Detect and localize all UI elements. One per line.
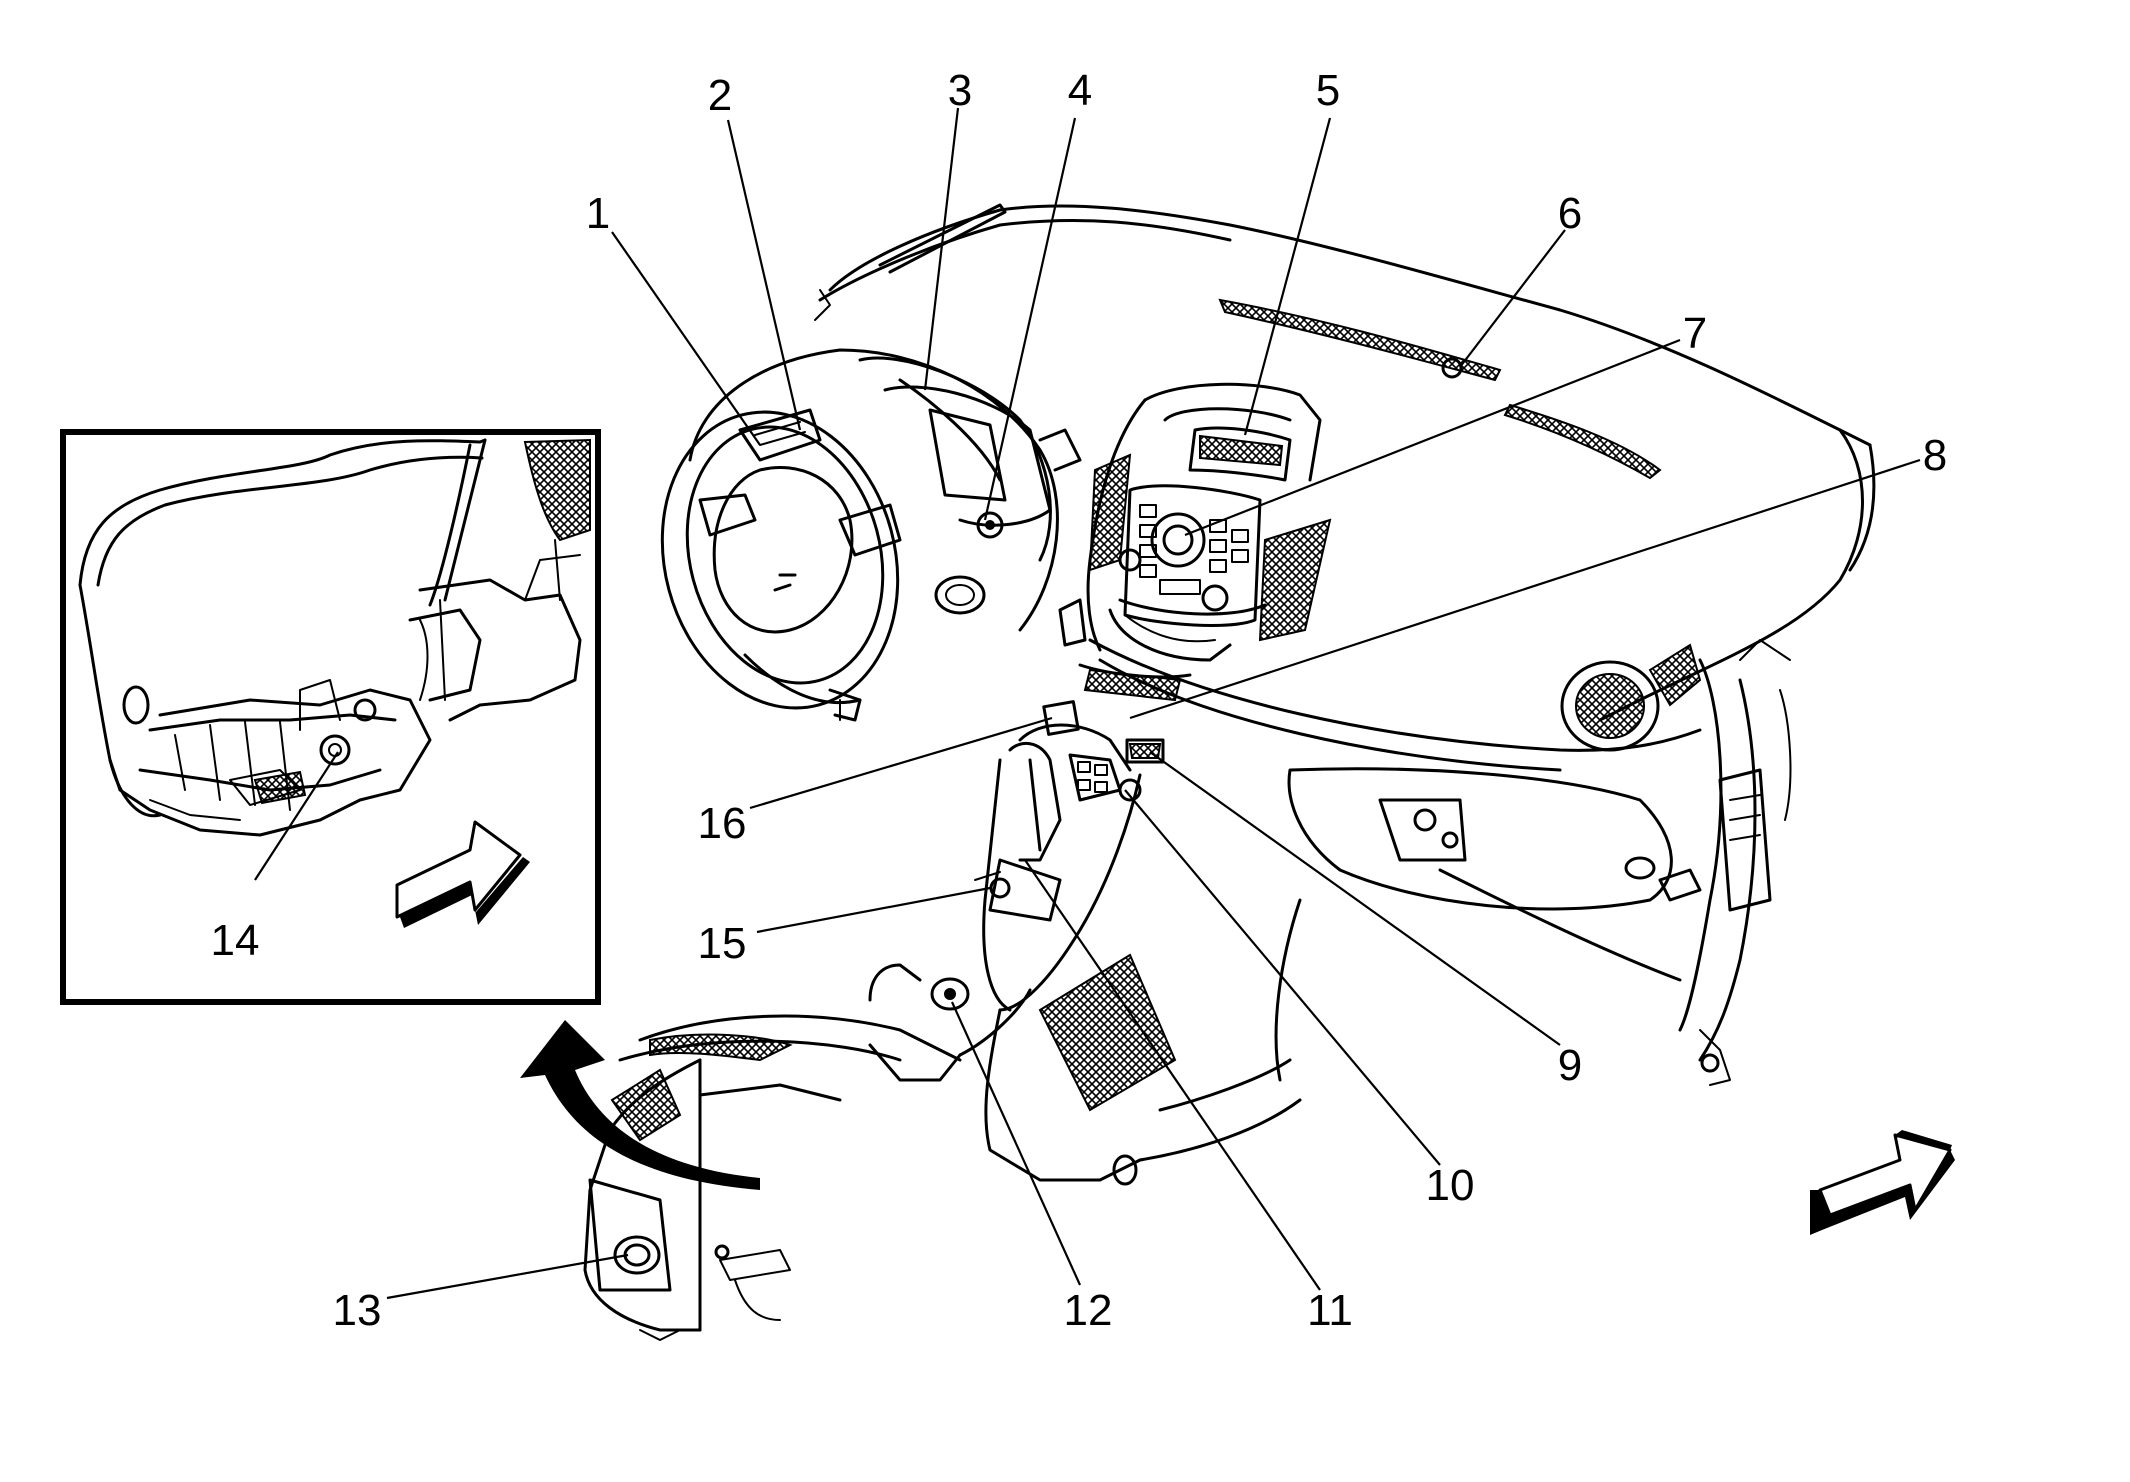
callout-9: 9 xyxy=(1558,1041,1582,1090)
rotation-arrow-icon xyxy=(520,1020,760,1190)
instrument-panel-drawing xyxy=(520,203,1876,1341)
callout-13: 13 xyxy=(333,1286,382,1335)
inset-view-arrow-icon xyxy=(395,820,530,928)
callout-12: 12 xyxy=(1064,1286,1113,1335)
leader-lines xyxy=(254,107,1921,1300)
callout-labels: 1 2 3 4 5 6 7 8 9 10 11 12 13 14 15 16 xyxy=(211,66,1948,1335)
callout-11: 11 xyxy=(1307,1286,1353,1335)
callout-6: 6 xyxy=(1558,189,1582,238)
callout-3: 3 xyxy=(948,66,972,115)
callout-16: 16 xyxy=(698,799,747,848)
callout-5: 5 xyxy=(1316,66,1340,115)
callout-10: 10 xyxy=(1426,1161,1475,1210)
callout-8: 8 xyxy=(1923,431,1947,480)
callout-1: 1 xyxy=(586,189,610,238)
inset-view xyxy=(60,429,601,1005)
callout-2: 2 xyxy=(708,71,732,120)
callout-15: 15 xyxy=(698,919,747,968)
callout-7: 7 xyxy=(1683,309,1707,358)
callout-4: 4 xyxy=(1068,66,1092,115)
callout-14: 14 xyxy=(211,916,260,965)
front-direction-arrow-icon xyxy=(1810,1130,1955,1235)
